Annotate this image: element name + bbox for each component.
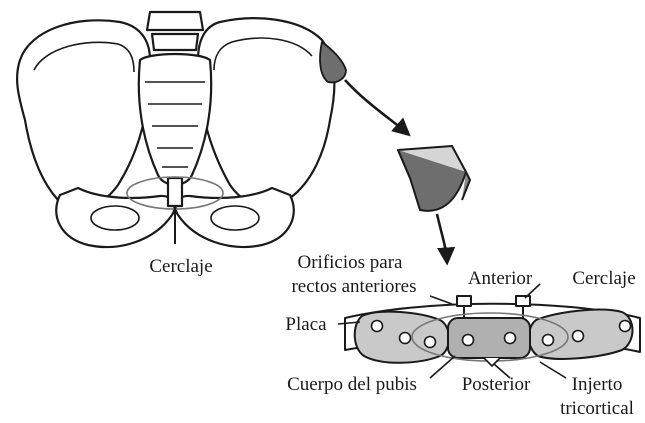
right-obturator-ring [176, 188, 294, 247]
label-cerclaje-detail: Cerclaje [572, 268, 635, 289]
label-anterior: Anterior [468, 268, 533, 289]
fixation-detail [345, 296, 640, 366]
arrow-to-graft [345, 80, 408, 134]
label-posterior: Posterior [462, 374, 531, 395]
right-iliac-wing [198, 18, 334, 206]
label-orificios-line1: Orificios para [298, 252, 404, 273]
left-obturator-ring [56, 188, 174, 247]
label-orificios-line2: rectos anteriores [291, 276, 416, 297]
pubic-symphysis [168, 178, 182, 206]
tricortical-graft [398, 146, 470, 211]
iliac-graft-site [320, 42, 346, 82]
anterior-screw-left [457, 296, 471, 306]
arrow-to-detail [437, 214, 447, 262]
anterior-screw-right [516, 296, 530, 306]
lumbar-vertebra [147, 12, 203, 30]
left-iliac-wing [17, 20, 150, 208]
label-placa: Placa [285, 314, 327, 335]
label-injerto-line2: tricortical [560, 398, 634, 419]
label-cerclaje-pelvis: Cerclaje [149, 256, 212, 277]
sacrum [139, 54, 211, 185]
central-graft-block [448, 318, 530, 358]
pelvis-illustration [17, 12, 346, 247]
label-injerto-line1: Injerto [572, 374, 623, 395]
label-cuerpo-pubis: Cuerpo del pubis [287, 374, 417, 395]
